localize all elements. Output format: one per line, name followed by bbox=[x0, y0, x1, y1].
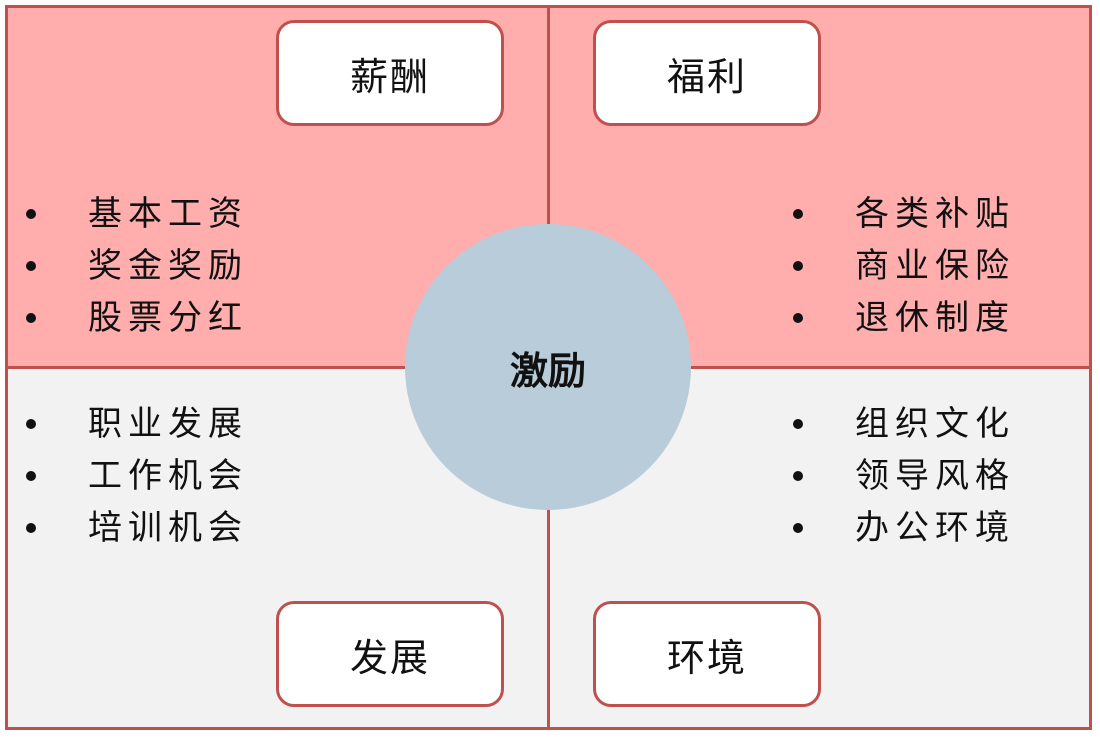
list-item-label: 工作机会 bbox=[88, 456, 248, 496]
list-item: 办公环境 bbox=[793, 502, 1015, 554]
list-item-label: 退休制度 bbox=[855, 298, 1015, 338]
list-item: 奖金奖励 bbox=[26, 240, 248, 292]
bullet-icon bbox=[793, 313, 803, 323]
list-item-label: 职业发展 bbox=[88, 404, 248, 444]
bullet-icon bbox=[793, 471, 803, 481]
list-item-label: 商业保险 bbox=[855, 246, 1015, 286]
bullet-icon bbox=[793, 523, 803, 533]
environment-list: 组织文化 领导风格 办公环境 bbox=[793, 398, 1015, 554]
list-item: 商业保险 bbox=[793, 240, 1015, 292]
center-motivation-circle: 激励 bbox=[405, 224, 691, 510]
bullet-icon bbox=[793, 261, 803, 271]
list-item-label: 股票分红 bbox=[88, 298, 248, 338]
list-item: 领导风格 bbox=[793, 450, 1015, 502]
list-item: 各类补贴 bbox=[793, 188, 1015, 240]
bullet-icon bbox=[26, 313, 36, 323]
development-title: 发展 bbox=[276, 601, 504, 707]
list-item-label: 基本工资 bbox=[88, 194, 248, 234]
benefits-title: 福利 bbox=[593, 20, 821, 126]
bullet-icon bbox=[26, 471, 36, 481]
list-item-label: 领导风格 bbox=[855, 456, 1015, 496]
compensation-title: 薪酬 bbox=[276, 20, 504, 126]
bullet-icon bbox=[26, 261, 36, 271]
development-list: 职业发展 工作机会 培训机会 bbox=[26, 398, 248, 554]
compensation-list: 基本工资 奖金奖励 股票分红 bbox=[26, 188, 248, 344]
list-item: 股票分红 bbox=[26, 292, 248, 344]
benefits-list: 各类补贴 商业保险 退休制度 bbox=[793, 188, 1015, 344]
list-item-label: 组织文化 bbox=[855, 404, 1015, 444]
bullet-icon bbox=[793, 419, 803, 429]
list-item: 组织文化 bbox=[793, 398, 1015, 450]
list-item: 职业发展 bbox=[26, 398, 248, 450]
environment-title: 环境 bbox=[593, 601, 821, 707]
bullet-icon bbox=[26, 419, 36, 429]
list-item: 培训机会 bbox=[26, 502, 248, 554]
list-item-label: 各类补贴 bbox=[855, 194, 1015, 234]
list-item-label: 办公环境 bbox=[855, 508, 1015, 548]
bullet-icon bbox=[793, 209, 803, 219]
bullet-icon bbox=[26, 209, 36, 219]
bullet-icon bbox=[26, 523, 36, 533]
list-item-label: 奖金奖励 bbox=[88, 246, 248, 286]
list-item: 退休制度 bbox=[793, 292, 1015, 344]
list-item: 工作机会 bbox=[26, 450, 248, 502]
list-item-label: 培训机会 bbox=[88, 508, 248, 548]
list-item: 基本工资 bbox=[26, 188, 248, 240]
